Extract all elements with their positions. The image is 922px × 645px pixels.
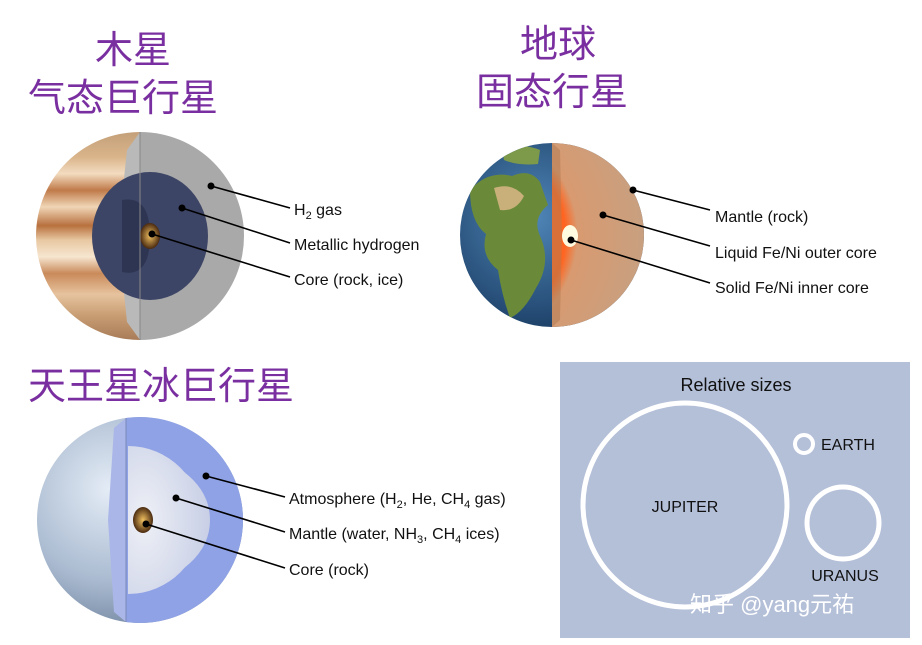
uranus-label-atmosphere: Atmosphere (H2, He, CH4 gas) bbox=[289, 491, 506, 511]
relative-sizes-panel: Relative sizes JUPITER EARTH URANUS 知乎 @… bbox=[560, 362, 910, 638]
earth-type: 固态行星 bbox=[476, 70, 629, 114]
earth-leaders bbox=[570, 189, 711, 284]
uranus-size-label: URANUS bbox=[811, 568, 879, 585]
relative-sizes-title: Relative sizes bbox=[680, 375, 791, 395]
jupiter-label-metallic: Metallic hydrogen bbox=[294, 237, 419, 254]
jupiter-size-circle bbox=[580, 400, 790, 610]
jupiter-size-label: JUPITER bbox=[652, 499, 719, 516]
jupiter-label-h2-gas: H2 gas bbox=[294, 202, 342, 222]
watermark: 知乎 @yang元祐 bbox=[690, 592, 854, 617]
uranus-label-core: Core (rock) bbox=[289, 562, 369, 579]
jupiter-type: 气态巨行星 bbox=[28, 76, 219, 120]
uranus-cutaway bbox=[37, 417, 243, 623]
earth-label-mantle: Mantle (rock) bbox=[715, 209, 808, 226]
earth-label-inner-core: Solid Fe/Ni inner core bbox=[715, 280, 869, 297]
earth-cutaway bbox=[460, 143, 644, 327]
jupiter-label-core: Core (rock, ice) bbox=[294, 272, 403, 289]
earth-label-outer-core: Liquid Fe/Ni outer core bbox=[715, 245, 877, 262]
uranus-label-mantle: Mantle (water, NH3, CH4 ices) bbox=[289, 526, 500, 546]
earth-name: 地球 bbox=[520, 22, 597, 66]
uranus-size-circle bbox=[804, 484, 882, 562]
jupiter-leaders bbox=[151, 185, 291, 278]
earth-size-circle bbox=[793, 433, 815, 455]
uranus-leaders bbox=[145, 475, 286, 569]
jupiter-cutaway bbox=[36, 132, 244, 340]
jupiter-name: 木星 bbox=[95, 28, 172, 72]
earth-size-label: EARTH bbox=[821, 437, 875, 454]
uranus-title: 天王星冰巨行星 bbox=[28, 364, 295, 408]
